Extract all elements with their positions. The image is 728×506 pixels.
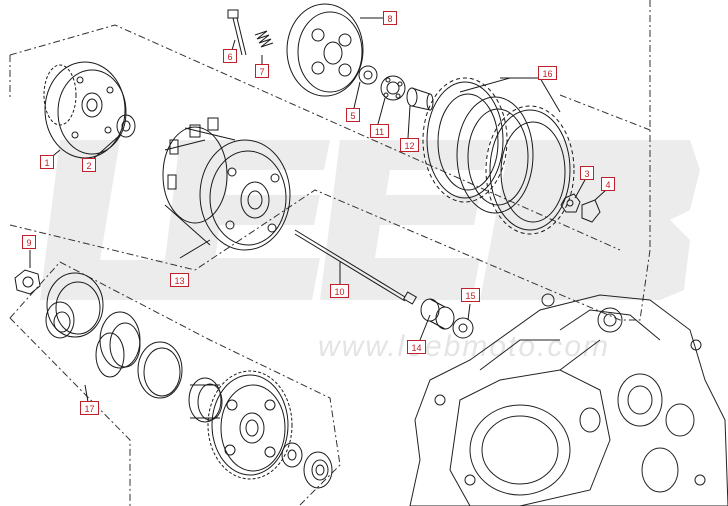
callout-7: 7: [255, 64, 269, 78]
part-6-bolt: [227, 9, 247, 56]
callout-10: 10: [330, 284, 349, 298]
dashed-frame-starter: [9, 261, 341, 506]
starter-bearing: [188, 377, 223, 423]
part-11-bearing: [377, 75, 406, 125]
part-14-bushing: [419, 298, 455, 341]
callout-11: 11: [370, 124, 389, 138]
callout-14: 14: [407, 340, 426, 354]
callout-2: 2: [82, 158, 96, 172]
callout-8: 8: [383, 11, 397, 25]
callout-15: 15: [461, 288, 480, 302]
starter-end-bearing: [303, 451, 333, 489]
callout-13: 13: [170, 273, 189, 287]
callout-16: 16: [538, 66, 557, 80]
part-16-clutch-plates: [422, 77, 575, 235]
part-5-ring: [353, 65, 378, 109]
starter-washer: [281, 442, 303, 468]
dashed-frame-clutch: [9, 0, 651, 321]
part-7-spring: [254, 30, 274, 64]
callout-5: 5: [346, 108, 360, 122]
part-13-clutch-basket: [162, 117, 291, 259]
callout-6: 6: [223, 49, 237, 63]
part-4-lock-plate: [581, 189, 607, 223]
part-15-washer: [452, 303, 474, 339]
callout-9: 9: [22, 235, 36, 249]
callout-3: 3: [580, 166, 594, 180]
part-10-push-rod: [294, 229, 418, 305]
part-9-nut: [14, 250, 41, 295]
starter-driven-gear: [207, 370, 293, 480]
part-12-release-shaft: [406, 87, 434, 139]
callout-1: 1: [40, 155, 54, 169]
part-3-nut: [560, 177, 587, 213]
callout-12: 12: [400, 138, 419, 152]
part-17-starter-gear-set: [45, 272, 183, 403]
part-2-lock-washer: [91, 114, 136, 161]
callout-17: 17: [80, 401, 99, 415]
crankcase: [409, 293, 728, 506]
watermark-url: www.leebmoto.com: [318, 330, 611, 363]
part-1-primary-gear: [43, 61, 127, 161]
callout-4: 4: [601, 177, 615, 191]
part-8-pressure-plate: [286, 3, 383, 97]
